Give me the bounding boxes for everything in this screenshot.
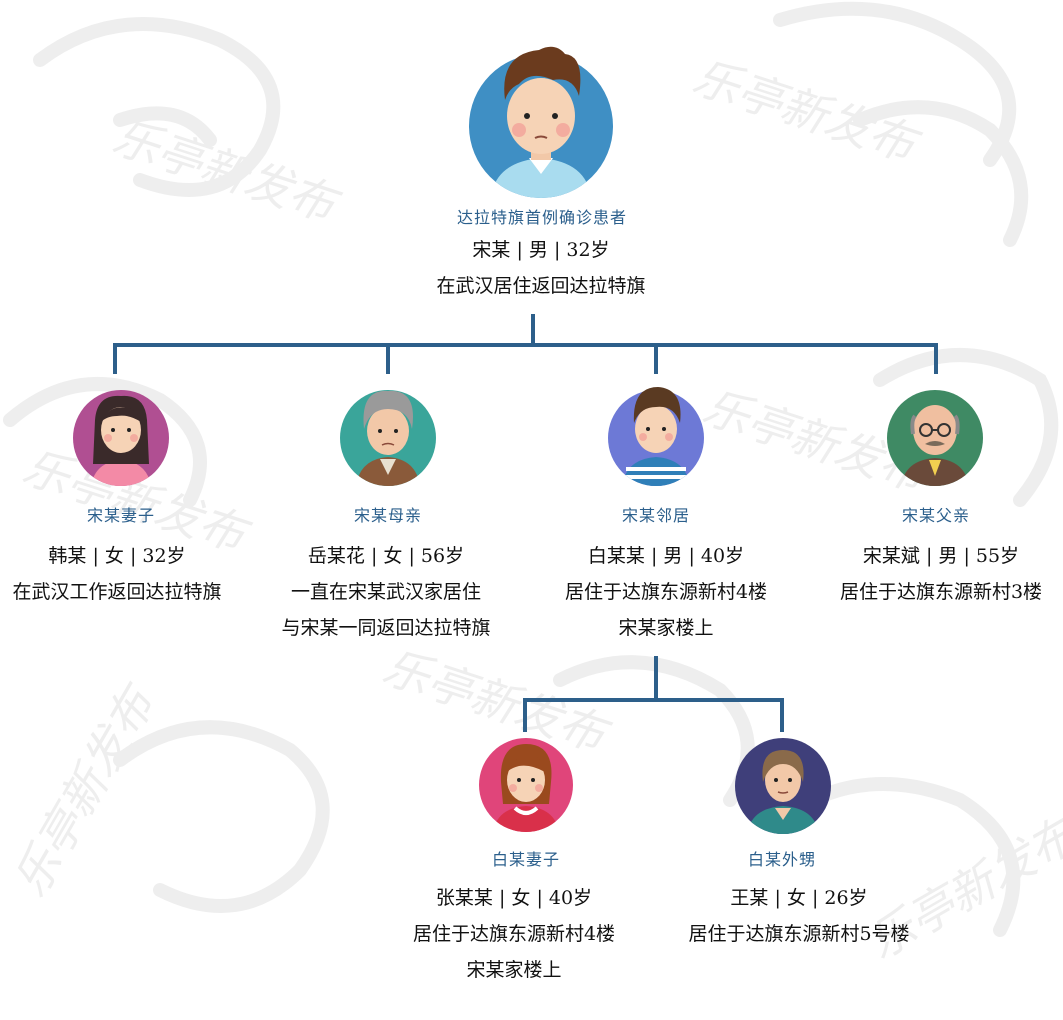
wife-detail-line-1: 在武汉工作返回达拉特旗 xyxy=(12,581,222,603)
root-info: 宋某 | 男 | 32岁 在武汉居住返回达拉特旗 xyxy=(391,232,691,304)
neighbor-wife-role-label: 白某妻子 xyxy=(491,850,560,869)
father-role-label: 宋某父亲 xyxy=(901,506,970,525)
wife-role-label: 宋某妻子 xyxy=(86,506,155,525)
girl-avatar-icon xyxy=(479,738,573,832)
young-man-avatar-icon xyxy=(469,40,613,198)
father-info: 宋某斌 | 男 | 55岁 居住于达旗东源新村3楼 xyxy=(791,538,1063,610)
wife-info: 韩某 | 女 | 32岁 在武汉工作返回达拉特旗 xyxy=(0,538,267,610)
neighbor-detail-line-2: 宋某家楼上 xyxy=(618,617,714,639)
mother-detail-line-2: 与宋某一同返回达拉特旗 xyxy=(281,617,491,639)
nephew-info: 王某 | 女 | 26岁 居住于达旗东源新村5号楼 xyxy=(649,880,949,952)
neighbor-wife-info: 张某某 | 女 | 40岁 居住于达旗东源新村4楼 宋某家楼上 xyxy=(364,880,664,988)
elderly-woman-avatar-icon xyxy=(340,385,436,486)
young-woman-avatar-icon xyxy=(735,738,831,834)
neighbor-wife-detail-line-2: 宋某家楼上 xyxy=(466,959,562,981)
mother-name-line: 岳某花 | 女 | 56岁 xyxy=(307,545,465,567)
root-role-label: 达拉特旗首例确诊患者 xyxy=(456,208,627,227)
man-avatar-icon xyxy=(608,383,704,486)
neighbor-name-line: 白某某 | 男 | 40岁 xyxy=(587,545,745,567)
father-detail-line-1: 居住于达旗东源新村3楼 xyxy=(839,581,1043,603)
nephew-detail-line-1: 居住于达旗东源新村5号楼 xyxy=(688,923,910,945)
neighbor-detail-line-1: 居住于达旗东源新村4楼 xyxy=(564,581,768,603)
nephew-role-label: 白某外甥 xyxy=(747,850,816,869)
father-name-line: 宋某斌 | 男 | 55岁 xyxy=(862,545,1020,567)
root-detail-line: 在武汉居住返回达拉特旗 xyxy=(436,275,646,297)
nephew-name-line: 王某 | 女 | 26岁 xyxy=(730,887,868,909)
mother-detail-line-1: 一直在宋某武汉家居住 xyxy=(290,581,481,603)
neighbor-info: 白某某 | 男 | 40岁 居住于达旗东源新村4楼 宋某家楼上 xyxy=(516,538,816,646)
root-name-line: 宋某 | 男 | 32岁 xyxy=(472,239,610,261)
wife-name-line: 韩某 | 女 | 32岁 xyxy=(48,545,186,567)
neighbor-role-label: 宋某邻居 xyxy=(621,506,690,525)
mother-info: 岳某花 | 女 | 56岁 一直在宋某武汉家居住 与宋某一同返回达拉特旗 xyxy=(236,538,536,646)
elderly-man-avatar-icon xyxy=(887,390,983,486)
neighbor-wife-name-line: 张某某 | 女 | 40岁 xyxy=(435,887,593,909)
neighbor-wife-detail-line-1: 居住于达旗东源新村4楼 xyxy=(412,923,616,945)
mother-role-label: 宋某母亲 xyxy=(353,506,422,525)
woman-avatar-icon xyxy=(73,390,169,486)
